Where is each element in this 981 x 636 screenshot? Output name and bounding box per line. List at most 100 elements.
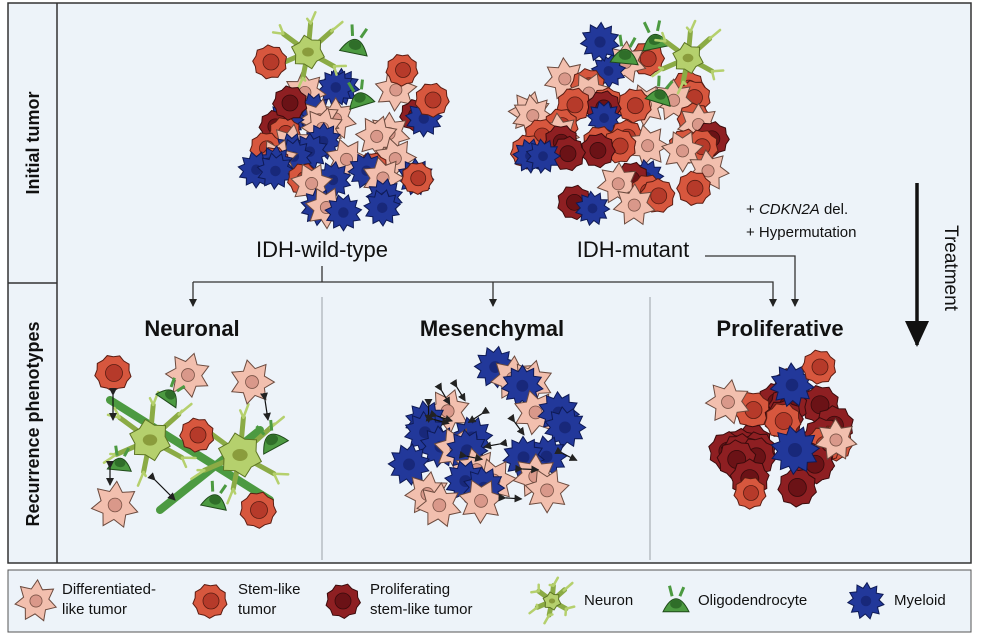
idh-mutant-tumor-cluster xyxy=(507,19,730,227)
oligodendrocyte-cell xyxy=(347,79,376,110)
neuron-cell xyxy=(190,403,290,505)
legend-stem-like-icon xyxy=(192,584,228,619)
phenotype-title-neuronal: Neuronal xyxy=(144,316,239,341)
myeloid-cell xyxy=(574,190,611,227)
myeloid-cell xyxy=(579,21,621,62)
differentiated-like-tumor-cell xyxy=(416,481,462,528)
modifier-cdkn2a-deletion: + CDKN2A del. xyxy=(746,201,848,218)
differentiated-like-tumor-cell xyxy=(524,469,570,514)
legend-proliferating-label-line2: stem-like tumor xyxy=(370,601,473,618)
proliferating-stem-like-tumor-cell xyxy=(325,583,361,619)
stem-like-tumor-cell xyxy=(733,477,767,510)
myeloid-cell xyxy=(387,443,431,486)
mesenchymal-phenotype-cluster xyxy=(387,345,587,528)
phenotype-title-mesenchymal: Mesenchymal xyxy=(420,316,564,341)
stem-like-tumor-cell xyxy=(801,349,837,385)
label-idh-mutant: IDH-mutant xyxy=(577,237,689,262)
oligodendrocyte-cell xyxy=(255,419,290,455)
differentiated-like-tumor-cell xyxy=(627,124,670,168)
stem-like-tumor-cell xyxy=(192,584,228,619)
arrow-mutant-to-proliferative xyxy=(705,255,799,307)
treatment-label: Treatment xyxy=(940,225,961,312)
differentiated-like-tumor-cell xyxy=(814,417,858,461)
proliferating-stem-like-tumor-cell xyxy=(550,135,586,172)
myeloid-cell xyxy=(770,425,821,476)
stem-like-tumor-cell xyxy=(179,417,215,453)
interaction-arrow xyxy=(428,409,454,423)
differentiated-like-tumor-cell xyxy=(458,479,504,525)
interaction-arrow xyxy=(458,450,484,462)
legend-myeloid-icon xyxy=(846,581,885,620)
interaction-arrow xyxy=(515,464,540,474)
neuron-cell xyxy=(528,576,576,625)
myeloid-cell xyxy=(525,138,562,175)
stem-like-tumor-cell xyxy=(239,491,277,529)
oligodendrocyte-cell xyxy=(644,75,674,107)
legend-panel xyxy=(7,569,972,633)
differentiated-like-tumor-cell xyxy=(164,352,210,399)
interaction-arrow xyxy=(483,438,508,450)
legend: Differentiated- like tumor Stem-like tum… xyxy=(14,576,946,625)
myeloid-cell xyxy=(316,68,355,107)
proliferating-stem-like-tumor-cell xyxy=(580,132,616,169)
proliferating-stem-like-tumor-cell xyxy=(777,468,817,508)
stem-like-tumor-cell xyxy=(252,44,288,80)
idh-wild-type-tumor-cluster xyxy=(237,11,450,232)
proliferative-phenotype-cluster xyxy=(704,349,858,510)
stem-like-tumor-cell xyxy=(385,54,419,87)
branching-connectors xyxy=(189,255,799,307)
interaction-arrow xyxy=(498,493,523,503)
interaction-arrow xyxy=(467,406,490,423)
legend-proliferating-label-line1: Proliferating xyxy=(370,581,450,598)
stem-like-tumor-cell xyxy=(640,178,676,213)
phenotype-title-proliferative: Proliferative xyxy=(716,316,843,341)
differentiated-like-tumor-cell xyxy=(90,480,139,529)
modifier-hypermutation: + Hypermutation xyxy=(746,224,856,241)
oligodendrocyte-cell xyxy=(199,480,228,511)
legend-differentiated-icon xyxy=(14,578,58,622)
oligodendrocyte-cell xyxy=(338,24,369,57)
oligodendrocyte-cell xyxy=(155,377,186,409)
legend-neuron-label: Neuron xyxy=(584,592,633,609)
legend-neuron-icon xyxy=(528,576,576,625)
oligodendrocyte-cell xyxy=(609,34,639,66)
proliferating-stem-like-tumor-cell xyxy=(272,85,308,121)
legend-stem-like-label-line1: Stem-like xyxy=(238,581,301,598)
legend-differentiated-label-line2: like tumor xyxy=(62,601,127,618)
interaction-arrow xyxy=(449,379,466,402)
interaction-arrow xyxy=(147,472,176,501)
stem-like-tumor-cell xyxy=(414,82,450,118)
neuron-cell xyxy=(268,11,348,92)
label-idh-wild-type: IDH-wild-type xyxy=(256,237,388,262)
myeloid-cell xyxy=(324,193,363,232)
stem-like-tumor-cell xyxy=(676,170,711,206)
differentiated-like-tumor-cell xyxy=(704,378,750,425)
differentiated-like-tumor-cell xyxy=(14,578,58,622)
legend-oligodendrocyte-label: Oligodendrocyte xyxy=(698,592,807,609)
legend-proliferating-icon xyxy=(325,583,361,619)
interaction-arrow xyxy=(554,446,578,461)
myeloid-cell xyxy=(363,189,402,227)
interaction-arrow xyxy=(260,392,271,421)
interaction-arrow xyxy=(434,382,451,406)
stem-like-tumor-cell xyxy=(94,355,132,392)
legend-oligodendrocyte-icon xyxy=(662,585,690,613)
legend-stem-like-label-line2: tumor xyxy=(238,601,276,618)
legend-differentiated-label-line1: Differentiated- xyxy=(62,581,156,598)
interaction-arrow xyxy=(507,413,525,436)
myeloid-cell xyxy=(846,581,885,620)
myeloid-cell xyxy=(544,405,587,449)
legend-myeloid-label: Myeloid xyxy=(894,592,946,609)
wild-type-branch-line xyxy=(193,281,777,307)
myeloid-cell xyxy=(256,152,295,191)
row-label-recurrence-phenotypes: Recurrence phenotypes xyxy=(23,321,43,526)
row-label-initial-tumor: Initial tumor xyxy=(23,92,43,195)
oligodendrocyte-cell xyxy=(662,585,690,613)
neuron-cell xyxy=(102,390,197,487)
neuronal-phenotype-cluster xyxy=(90,352,290,529)
neuron-cell xyxy=(651,19,725,95)
differentiated-like-tumor-cell xyxy=(612,183,656,226)
myeloid-cell xyxy=(769,362,815,408)
